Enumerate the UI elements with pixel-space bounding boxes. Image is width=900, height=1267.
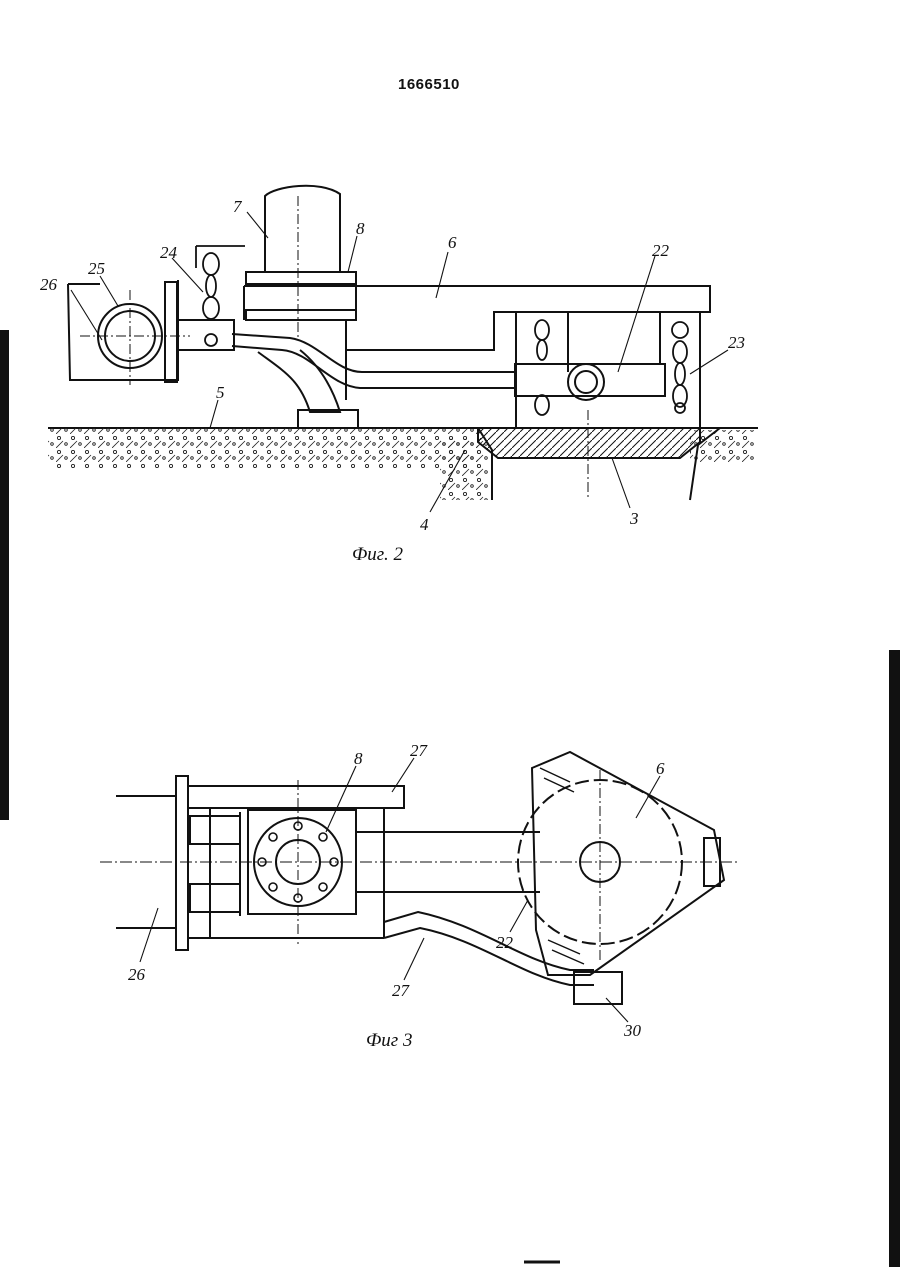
callout-26: 26 (40, 275, 58, 294)
base-plate (478, 410, 700, 498)
callout-6: 6 (448, 233, 457, 252)
callout-5: 5 (216, 383, 225, 402)
pipe-flange (176, 776, 188, 950)
callout-30: 30 (623, 1021, 642, 1040)
chain-left (196, 246, 245, 346)
support-post (258, 350, 358, 428)
head-bolts (540, 768, 584, 964)
callout-6: 6 (656, 759, 665, 778)
chain-right (672, 322, 688, 413)
callout-23: 23 (728, 333, 745, 352)
pivot-eye (568, 364, 604, 400)
figure-3-caption: Фиг 3 (366, 1030, 412, 1051)
callout-27-top: 27 (410, 741, 429, 760)
clamp-blocks (190, 808, 240, 938)
callout-4: 4 (420, 515, 429, 534)
callout-26: 26 (128, 965, 146, 984)
callout-24: 24 (160, 243, 178, 262)
callout-8: 8 (356, 219, 365, 238)
callout-8: 8 (354, 749, 363, 768)
flange (246, 272, 356, 284)
callout-27-bottom: 27 (392, 981, 411, 1000)
callout-25: 25 (88, 259, 105, 278)
flange-lower (246, 310, 356, 320)
callout-7: 7 (233, 197, 243, 216)
callout-22: 22 (496, 933, 514, 952)
figure-2 (48, 186, 758, 500)
rotary-head (518, 752, 724, 975)
figure-2-caption: Фиг. 2 (352, 544, 403, 565)
column (265, 186, 340, 340)
callout-3: 3 (629, 509, 639, 528)
foot-pad (574, 972, 622, 1004)
chain-middle (535, 320, 549, 415)
figure-3 (100, 752, 740, 1004)
callout-22: 22 (652, 241, 670, 260)
